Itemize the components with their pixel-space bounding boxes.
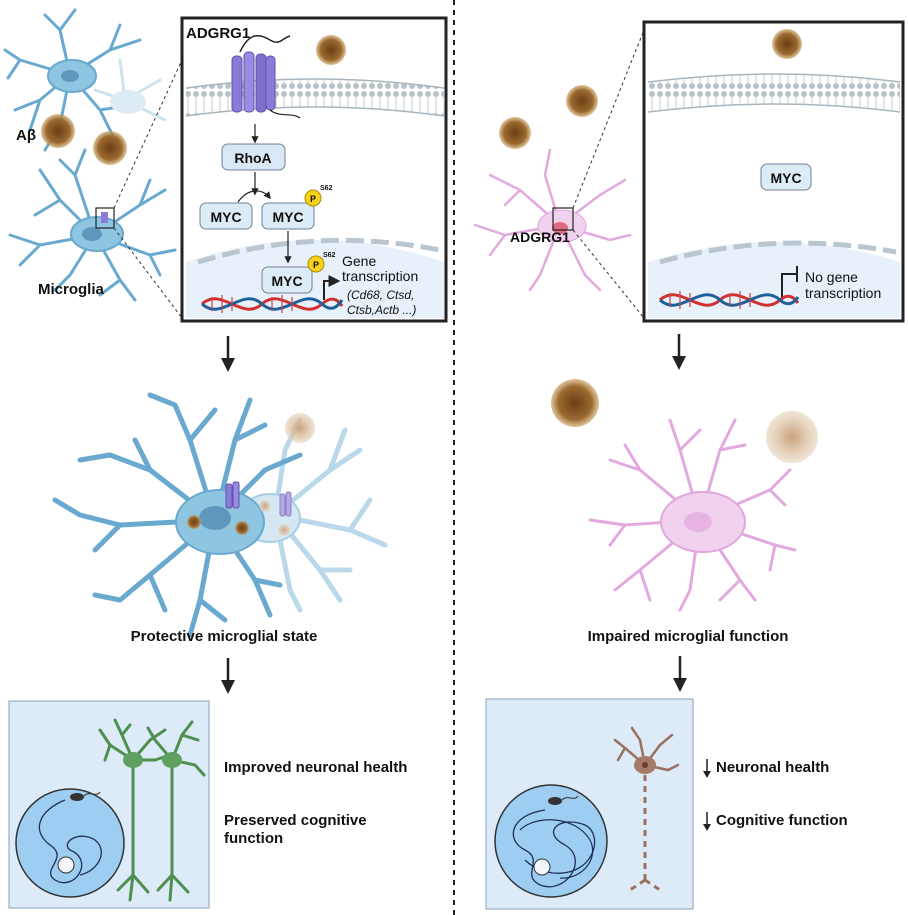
- microglia-label: Microglia: [38, 281, 105, 298]
- left-top-microglia: [3, 8, 177, 302]
- gene-transcription-text: Gene: [342, 253, 376, 269]
- amyloid-plaque-faded: [285, 413, 315, 443]
- right-outcome-panel: [485, 698, 694, 910]
- abeta-label: Aβ: [16, 127, 36, 144]
- protective-state-label: Protective microglial state: [131, 628, 318, 645]
- myc-label: MYC: [210, 209, 241, 225]
- protective-microglia: [52, 392, 388, 638]
- rhoa-label: RhoA: [234, 150, 271, 166]
- flow-arrow: [672, 334, 686, 370]
- gene-list: (Cd68, Ctsd,: [347, 288, 414, 302]
- outcome-neuronal-health: Neuronal health: [716, 759, 829, 776]
- impaired-microglia: [588, 418, 797, 612]
- flow-arrow: [673, 656, 687, 692]
- site-label: S62: [320, 185, 333, 192]
- phospho-label: P: [310, 194, 316, 204]
- site-label: S62: [323, 252, 336, 259]
- adgrg1-receptor: [231, 35, 301, 119]
- left-inset-panel: ADGRG1 RhoA MYC MYC P S62 MYC P S62 Gene…: [180, 16, 448, 323]
- outcome-cognitive: Cognitive function: [716, 812, 848, 829]
- down-arrow-icon: [703, 812, 711, 831]
- no-transcription-text: transcription: [805, 285, 881, 301]
- amyloid-plaque: [93, 131, 127, 165]
- gene-list: Ctsb,Actb ...): [347, 303, 416, 317]
- myc-box: [760, 163, 812, 191]
- phospho-circle: [304, 189, 322, 207]
- rhoa-box: [221, 143, 286, 171]
- phospho-label: P: [313, 260, 319, 270]
- myc-nuclear-label: MYC: [271, 273, 302, 289]
- adgrg1-cell-label: ADGRG1: [510, 229, 570, 245]
- flow-arrow: [221, 658, 235, 694]
- amyloid-plaque: [41, 114, 75, 148]
- dna-helix: [658, 291, 800, 309]
- myc-phospho-label: MYC: [272, 209, 303, 225]
- adgrg1-label: ADGRG1: [186, 25, 250, 42]
- right-inset-panel: MYC No gene transcription: [642, 20, 905, 323]
- amyloid-plaque: [551, 379, 599, 427]
- amyloid-plaque: [772, 29, 802, 59]
- myc-nuclear-box: [261, 266, 313, 294]
- no-transcription-text: No gene: [805, 269, 858, 285]
- phospho-circle: [307, 255, 325, 273]
- impaired-state-label: Impaired microglial function: [588, 628, 789, 645]
- myc-label: MYC: [770, 170, 801, 186]
- outcome-cognitive: function: [224, 830, 283, 847]
- amyloid-plaque: [316, 35, 346, 65]
- myc-phospho-box: [261, 202, 315, 230]
- gene-transcription-text: transcription: [342, 268, 418, 284]
- outcome-neuronal-health: Improved neuronal health: [224, 759, 407, 776]
- myc-box: [199, 202, 253, 230]
- right-top-microglia: [473, 148, 632, 292]
- outcome-cognitive: Preserved cognitive: [224, 812, 367, 829]
- amyloid-plaque: [499, 117, 531, 149]
- down-arrow-icon: [703, 759, 711, 778]
- flow-arrow: [221, 336, 235, 372]
- left-outcome-panel: [8, 700, 210, 909]
- dna-helix: [200, 295, 344, 313]
- amyloid-plaque: [566, 85, 598, 117]
- amyloid-plaque-faded: [766, 411, 818, 463]
